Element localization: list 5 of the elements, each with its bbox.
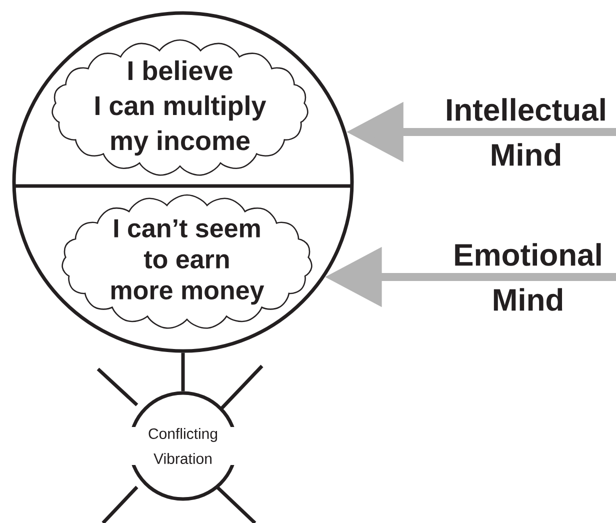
mind-label: Emotional Mind [455,243,601,311]
mind-label: Intellectual Mind [447,98,605,166]
head-circle [12,11,354,353]
thought-cloud: I can’t seem to earn more money [62,194,312,329]
thought-cloud: I believe I can multiply my income [52,39,308,176]
